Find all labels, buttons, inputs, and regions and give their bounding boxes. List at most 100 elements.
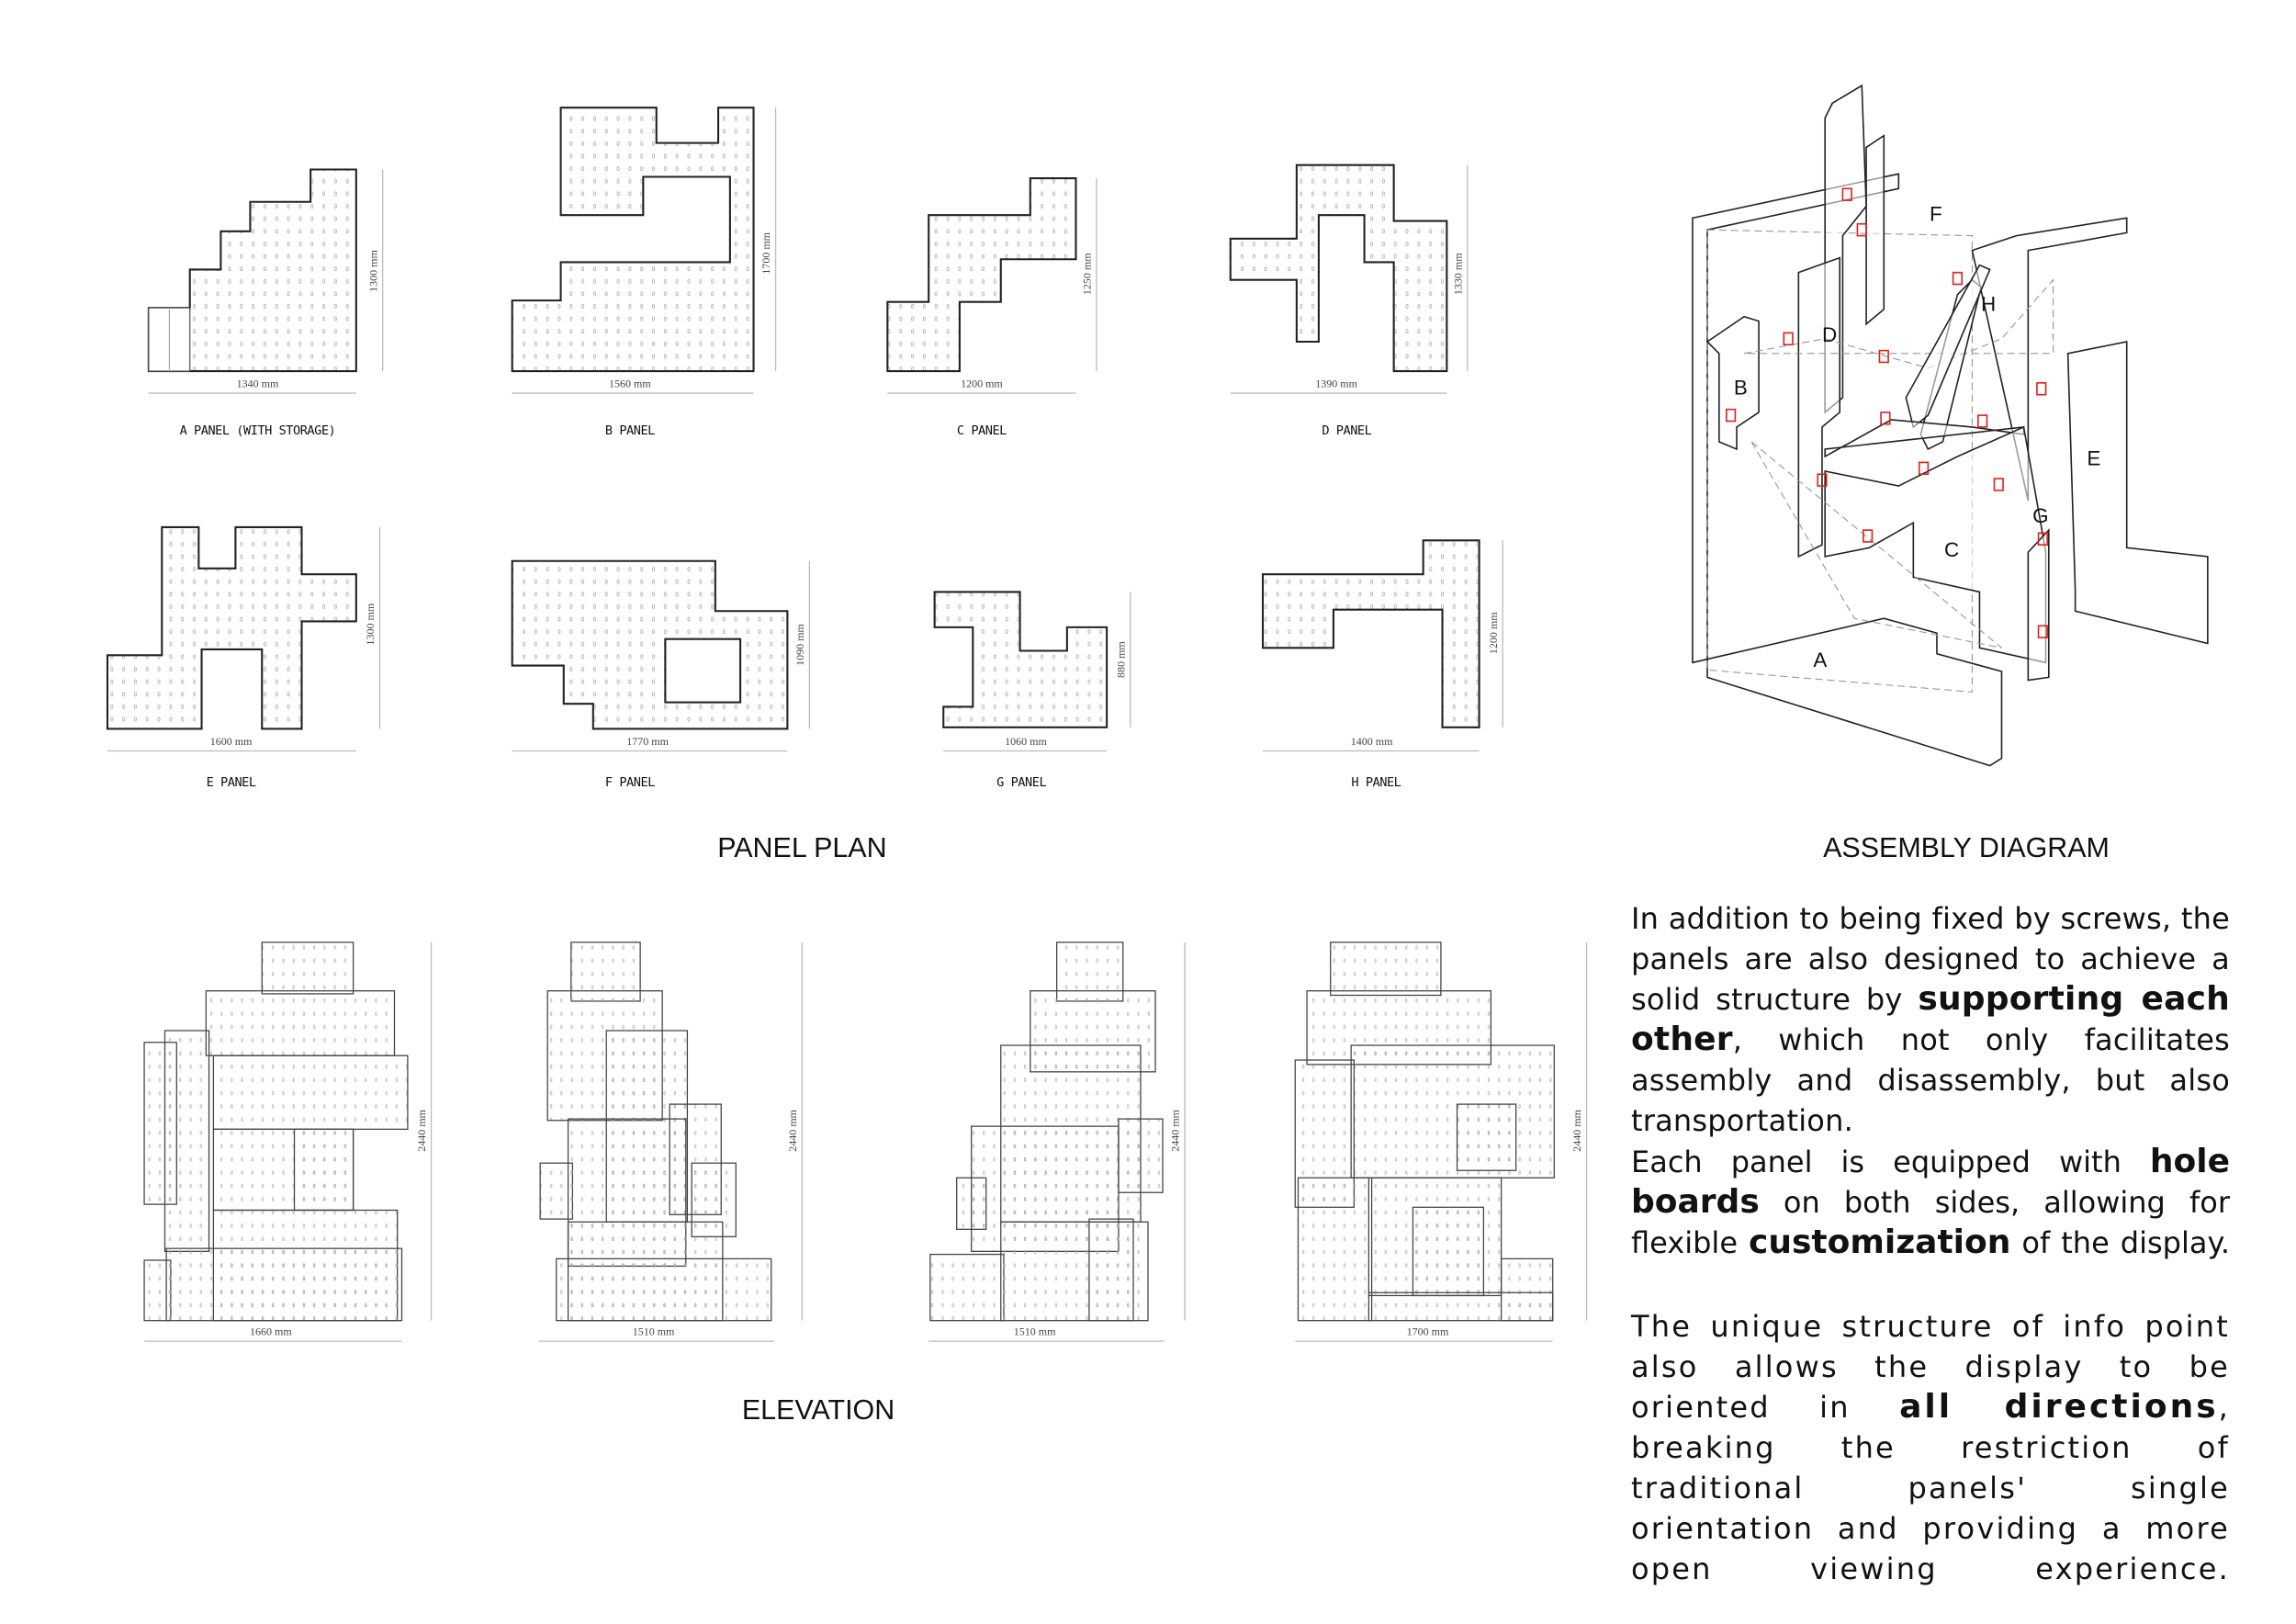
panel-a-iso [1692,173,2003,767]
connector-icon [1880,412,1891,425]
panel-f-label: F PANEL [605,775,655,790]
description-paragraph-2: Each panel is equipped with hole boards … [1631,1142,2230,1263]
assembly-label-f: F [1930,203,1942,226]
panel-h-width: 1400 mm [1351,735,1393,748]
panel-d: 1390 mm 1330 mm D PANEL [1229,164,1469,438]
panel-e-shape [106,525,357,730]
panel-c: 1200 mm 1250 mm C PANEL [886,177,1097,438]
elevation-3-height: 2440 mm [1169,1109,1182,1151]
connector-icon [2036,382,2047,396]
panel-h-label: H PANEL [1351,775,1401,790]
panel-g-shape [933,591,1109,728]
panel-b-shape [511,107,755,373]
panel-c-iso [1824,425,2047,664]
connector-icon [1878,349,1889,364]
panel-c-shape [886,177,1077,373]
elevation-3-width: 1510 mm [1014,1325,1056,1338]
emphasis-hole-boards: hole boards [1631,1143,2230,1221]
panel-a-height: 1300 mm [366,250,379,292]
panel-b-width: 1560 mm [609,378,651,390]
assembly-label-e: E [2087,447,2100,470]
panel-g-width: 1060 mm [1005,735,1047,748]
connector-icon [1817,473,1828,487]
connector-icon [1977,414,1988,428]
text: on both sides, allowing for flexible [1631,1185,2230,1260]
connector-icon [1783,332,1794,345]
emphasis-customization: customization [1749,1224,2011,1261]
panel-f-width: 1770 mm [626,735,669,748]
panel-c-label: C PANEL [957,423,1007,438]
panel-d-height: 1330 mm [1451,253,1464,295]
panel-d-shape [1229,164,1448,373]
panel-b-height: 1700 mm [760,231,772,274]
connector-icon [1918,461,1930,476]
text: , which not only facilitates assembly an… [1631,1022,2230,1138]
assembly-label-a: A [1813,648,1827,671]
panel-f: 1770 mm 1090 mm F PANEL [511,559,811,790]
connector-icon [1993,478,2004,491]
panel-c-width: 1200 mm [961,378,1003,390]
panel-plan-title: PANEL PLAN [717,832,886,863]
panel-f-height: 1090 mm [793,624,806,666]
elevation-3: 1510 mm 2440 mm [929,942,1186,1342]
emphasis-all-directions: all directions [1899,1388,2219,1426]
elevation-1: 1660 mm 2440 mm [143,942,433,1342]
panel-e-height: 1300 mm [364,603,377,645]
connector-icon [1863,529,1874,543]
panel-c-height: 1250 mm [1081,253,1094,295]
text: of the display. [2010,1225,2231,1260]
panel-a: 1340 mm 1300 mm A PANEL (WITH STORAGE) [147,168,384,438]
panel-g-label: G PANEL [996,775,1046,790]
connector-marks [1726,187,2048,638]
elevation-4: 1700 mm 2440 mm [1294,942,1588,1342]
panel-d-width: 1390 mm [1315,378,1357,390]
elevation-4-width: 1700 mm [1407,1325,1449,1338]
assembly-diagram-title: ASSEMBLY DIAGRAM [1823,832,2110,863]
connector-icon [1856,222,1867,237]
elevation-2: 1510 mm 2440 mm [538,942,804,1342]
assembly-label-g: G [2032,504,2048,527]
description-paragraph-1: In addition to being fixed by screws, th… [1631,898,2230,1141]
connector-icon [1841,187,1852,201]
assembly-label-b: B [1734,377,1748,400]
text: , breaking the restriction of traditiona… [1631,1390,2230,1586]
elevation-4-height: 2440 mm [1570,1109,1583,1151]
elevation-1-width: 1660 mm [250,1325,292,1338]
elevation-title: ELEVATION [742,1394,895,1426]
panel-b-label: B PANEL [605,423,655,438]
panel-e-width: 1600 mm [210,735,253,748]
elevation-1-height: 2440 mm [415,1109,428,1151]
connector-icon [2037,532,2048,546]
connector-icon [1952,271,1964,286]
connector-icon [2037,625,2048,638]
connector-icon [1726,408,1737,423]
assembly-label-c: C [1944,538,1959,561]
emphasis-supporting-each-other: supporting each other [1631,980,2230,1058]
assembly-diagram: A B C D E F G H ASSEMBLY DIAGRAM [1692,84,2209,863]
panel-h: 1400 mm 1200 mm H PANEL [1261,539,1503,790]
elevation: 1660 mm 2440 mm 1510 mm 2440 mm [143,942,1588,1426]
panel-f-opening [664,637,742,704]
elevation-2-width: 1510 mm [633,1325,675,1338]
panel-plan: 1340 mm 1300 mm A PANEL (WITH STORAGE) 1… [106,107,1503,863]
panel-b-iso [1705,315,1760,451]
elevation-2-height: 2440 mm [786,1109,799,1151]
panel-h-height: 1200 mm [1487,612,1500,654]
assembly-label-d: D [1822,323,1837,346]
panel-h-shape [1261,539,1480,728]
panel-d-iso [1797,256,1841,558]
description-paragraph-3: The unique structure of info point also … [1631,1306,2230,1589]
panel-g: 1060 mm 880 mm G PANEL [933,591,1131,790]
panel-e-iso [2066,341,2209,645]
panel-g-iso [2027,528,2050,682]
text: In addition to being fixed by screws, th… [1631,901,2230,1017]
text: Each panel is equipped with [1631,1145,2150,1179]
panel-a-label: A PANEL (WITH STORAGE) [180,423,336,438]
panel-b: 1560 mm 1700 mm B PANEL [511,107,777,438]
panel-g-height: 880 mm [1114,641,1127,678]
panel-e: 1600 mm 1300 mm E PANEL [106,525,381,790]
panel-d-label: D PANEL [1322,423,1371,438]
text: The unique structure of info point also … [1631,1309,2230,1425]
